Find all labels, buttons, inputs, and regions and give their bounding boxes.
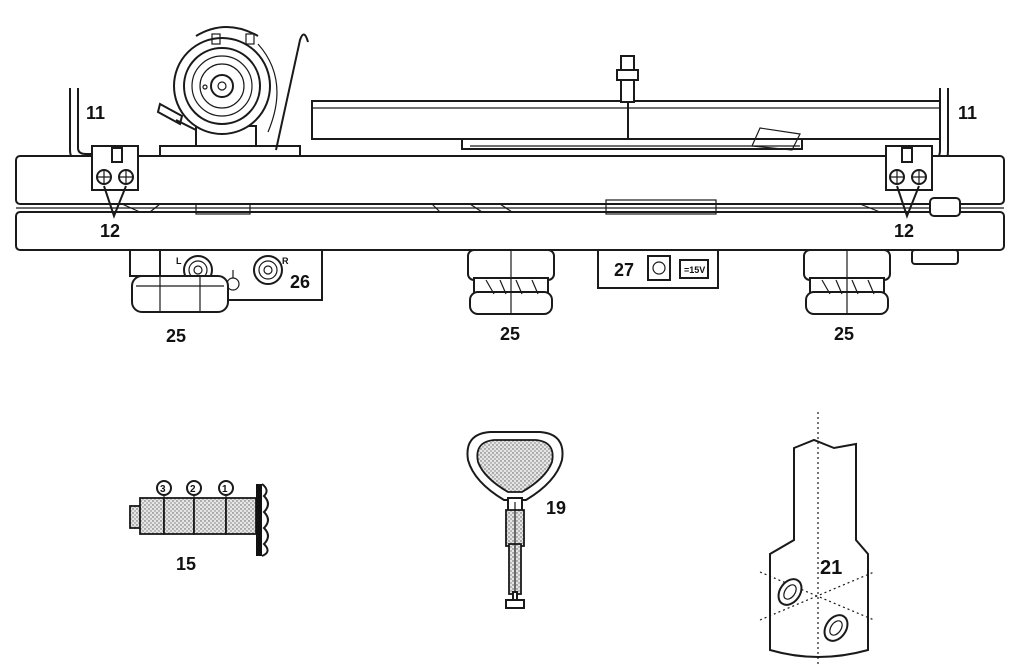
- turntable-rear-view: L R =15V: [15, 26, 1005, 346]
- label-tool-15: 15: [176, 554, 196, 574]
- tonearm-assembly: [156, 26, 309, 157]
- label-hinge-left: 11: [86, 103, 105, 123]
- tool-19-key: 19: [466, 431, 566, 609]
- foot-right: [803, 249, 891, 315]
- platter-and-cover: [311, 55, 941, 151]
- power-socket-panel: =15V: [597, 249, 719, 289]
- gauge-step-1-mark: 1: [222, 484, 228, 495]
- gauge-step-3-mark: 3: [160, 484, 166, 495]
- label-foot-right: 25: [834, 324, 854, 344]
- label-hinge-right: 11: [958, 103, 977, 123]
- label-foot-left: 25: [166, 326, 186, 346]
- label-tool-19: 19: [546, 498, 566, 518]
- tool-15-stepped-gauge: 3 2 1 15: [129, 480, 269, 574]
- label-tool-21: 21: [820, 557, 842, 579]
- label-screws-left: 12: [100, 221, 120, 241]
- rca-right-channel-mark: R: [282, 256, 289, 266]
- screws-left-leader: [103, 185, 127, 219]
- label-foot-center: 25: [500, 324, 520, 344]
- foot-center: [467, 249, 555, 315]
- label-rca-outputs: 26: [290, 272, 310, 292]
- rca-left-channel-mark: L: [176, 256, 182, 266]
- label-screws-right: 12: [894, 221, 914, 241]
- plinth: [15, 145, 1005, 251]
- power-rating-mark: =15V: [684, 265, 705, 275]
- tool-21-wrench: 21: [759, 412, 875, 664]
- label-power-socket: 27: [614, 260, 634, 280]
- foot-left: [129, 249, 229, 313]
- gauge-step-2-mark: 2: [190, 484, 196, 495]
- screws-right-leader: [896, 185, 920, 219]
